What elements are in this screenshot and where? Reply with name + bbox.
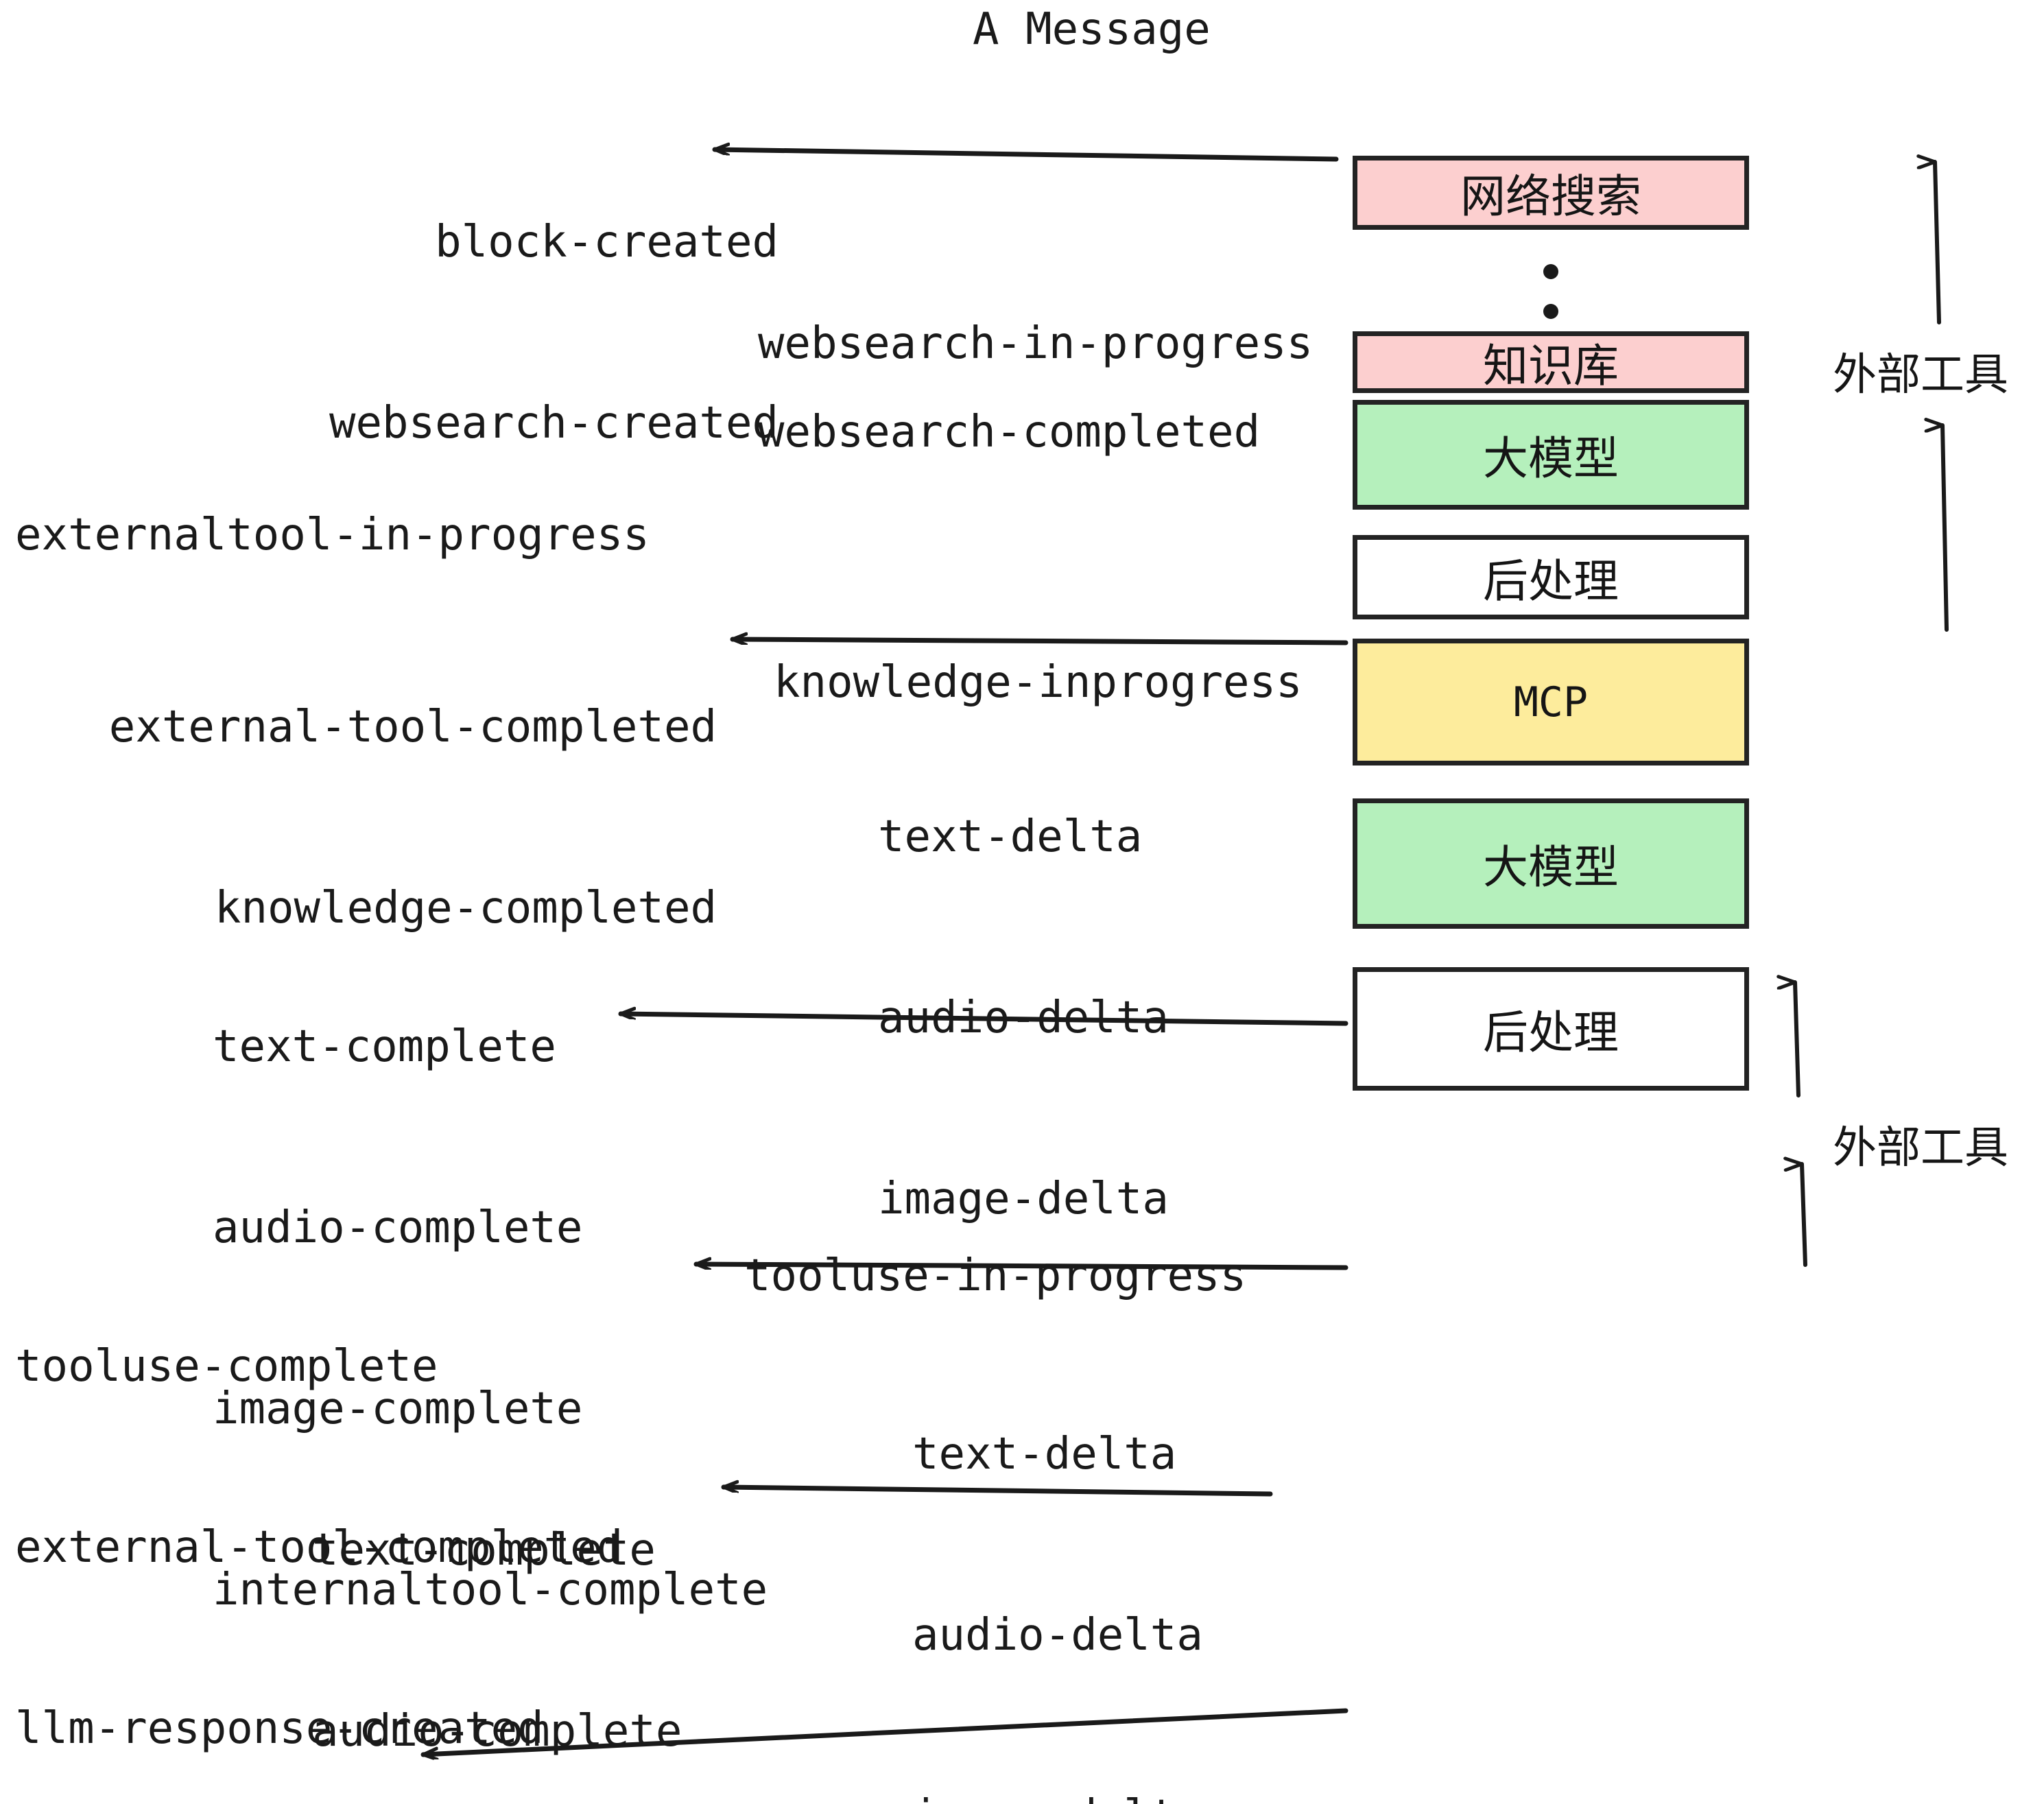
event-line: image-delta (878, 1174, 1169, 1224)
event-group-websearch-completed: websearch-completed (758, 281, 1260, 583)
event-group-externaltool-in-progress: externaltool-in-progress (15, 384, 650, 686)
event-line: text-delta (878, 811, 1143, 862)
node-postprocess-second[interactable]: 后处理 (1353, 967, 1749, 1091)
node-llm-first[interactable]: 大模型 (1353, 400, 1749, 510)
event-line: websearch-in-progress (758, 318, 1314, 369)
event-line: text-complete (213, 1021, 556, 1072)
event-line: image-complete (213, 1384, 583, 1434)
node-knowledge[interactable]: 知识库 (1353, 331, 1749, 393)
event-line: knowledge-inprogress (774, 657, 1303, 708)
event-group-llm-second-deltas: text-delta audio-delta image-delta (912, 1303, 1203, 1804)
event-group-tooluse-in-progress: tooluse-in-progress (744, 1125, 1246, 1427)
event-line: external-tool-completed (108, 702, 717, 752)
event-line: knowledge-completed (214, 883, 717, 934)
side-label-external-tools-bottom: 外部工具 (1833, 1123, 2008, 1174)
event-line: externaltool-in-progress (15, 510, 650, 560)
node-llm-second[interactable]: 大模型 (1353, 798, 1749, 929)
event-line: image-delta (912, 1786, 1203, 1804)
arrow-external-tools-bottom-down (1802, 1164, 1807, 1267)
node-websearch[interactable]: 网络搜索 (1353, 156, 1749, 230)
event-line: internaltool-complete (213, 1565, 768, 1615)
arrow-websearch-to-block-created (712, 150, 1339, 162)
arrow-external-tools-top-down (1942, 425, 1949, 632)
event-group-knowledge-completed: external-tool-completed knowledge-comple… (41, 576, 717, 1059)
node-llm-first-label: 大模型 (1483, 432, 1619, 485)
node-llm-second-label: 大模型 (1483, 841, 1619, 894)
node-postprocess-first-label: 后处理 (1483, 554, 1619, 608)
event-line: text-complete (312, 1525, 656, 1576)
node-mcp[interactable]: MCP (1353, 639, 1749, 765)
diagram-title: A Message (973, 4, 1211, 55)
event-line: tooluse-in-progress (744, 1250, 1247, 1301)
event-line: block-created (435, 217, 779, 268)
event-group-block-created: block-created websearch-created (123, 91, 779, 574)
dot-1 (1543, 264, 1558, 279)
event-line: audio-complete (312, 1706, 682, 1757)
event-line: tooluse-complete (15, 1341, 438, 1392)
side-label-external-tools-top: 外部工具 (1833, 350, 2008, 401)
event-group-websearch-in-progress: websearch-in-progress (758, 193, 1313, 495)
event-group-postprocess-first-completes: text-complete audio-complete image-compl… (213, 896, 768, 1741)
event-group-postprocess-second-completes: text-complete audio-complete image-compl… (312, 1399, 867, 1804)
event-line: websearch-created (329, 398, 779, 449)
event-line: audio-delta (912, 1610, 1203, 1661)
arrow-external-tools-top-up (1935, 162, 1941, 324)
event-group-knowledge-inprogress: knowledge-inprogress (774, 532, 1303, 833)
event-line: audio-delta (878, 993, 1169, 1043)
event-group-block-complete: block-complete (7, 1711, 377, 1804)
dot-2 (1543, 304, 1558, 319)
node-postprocess-second-label: 后处理 (1483, 1006, 1619, 1059)
node-websearch-label: 网络搜索 (1460, 170, 1641, 223)
event-line: audio-complete (213, 1202, 583, 1253)
node-postprocess-first[interactable]: 后处理 (1353, 535, 1749, 619)
node-knowledge-label: 知识库 (1483, 340, 1619, 392)
event-line: external-tool-completed (15, 1522, 623, 1573)
event-line: text-delta (912, 1429, 1177, 1480)
arrow-external-tools-bottom-up (1795, 982, 1801, 1097)
event-line: websearch-completed (758, 407, 1261, 458)
node-mcp-label: MCP (1513, 678, 1589, 726)
